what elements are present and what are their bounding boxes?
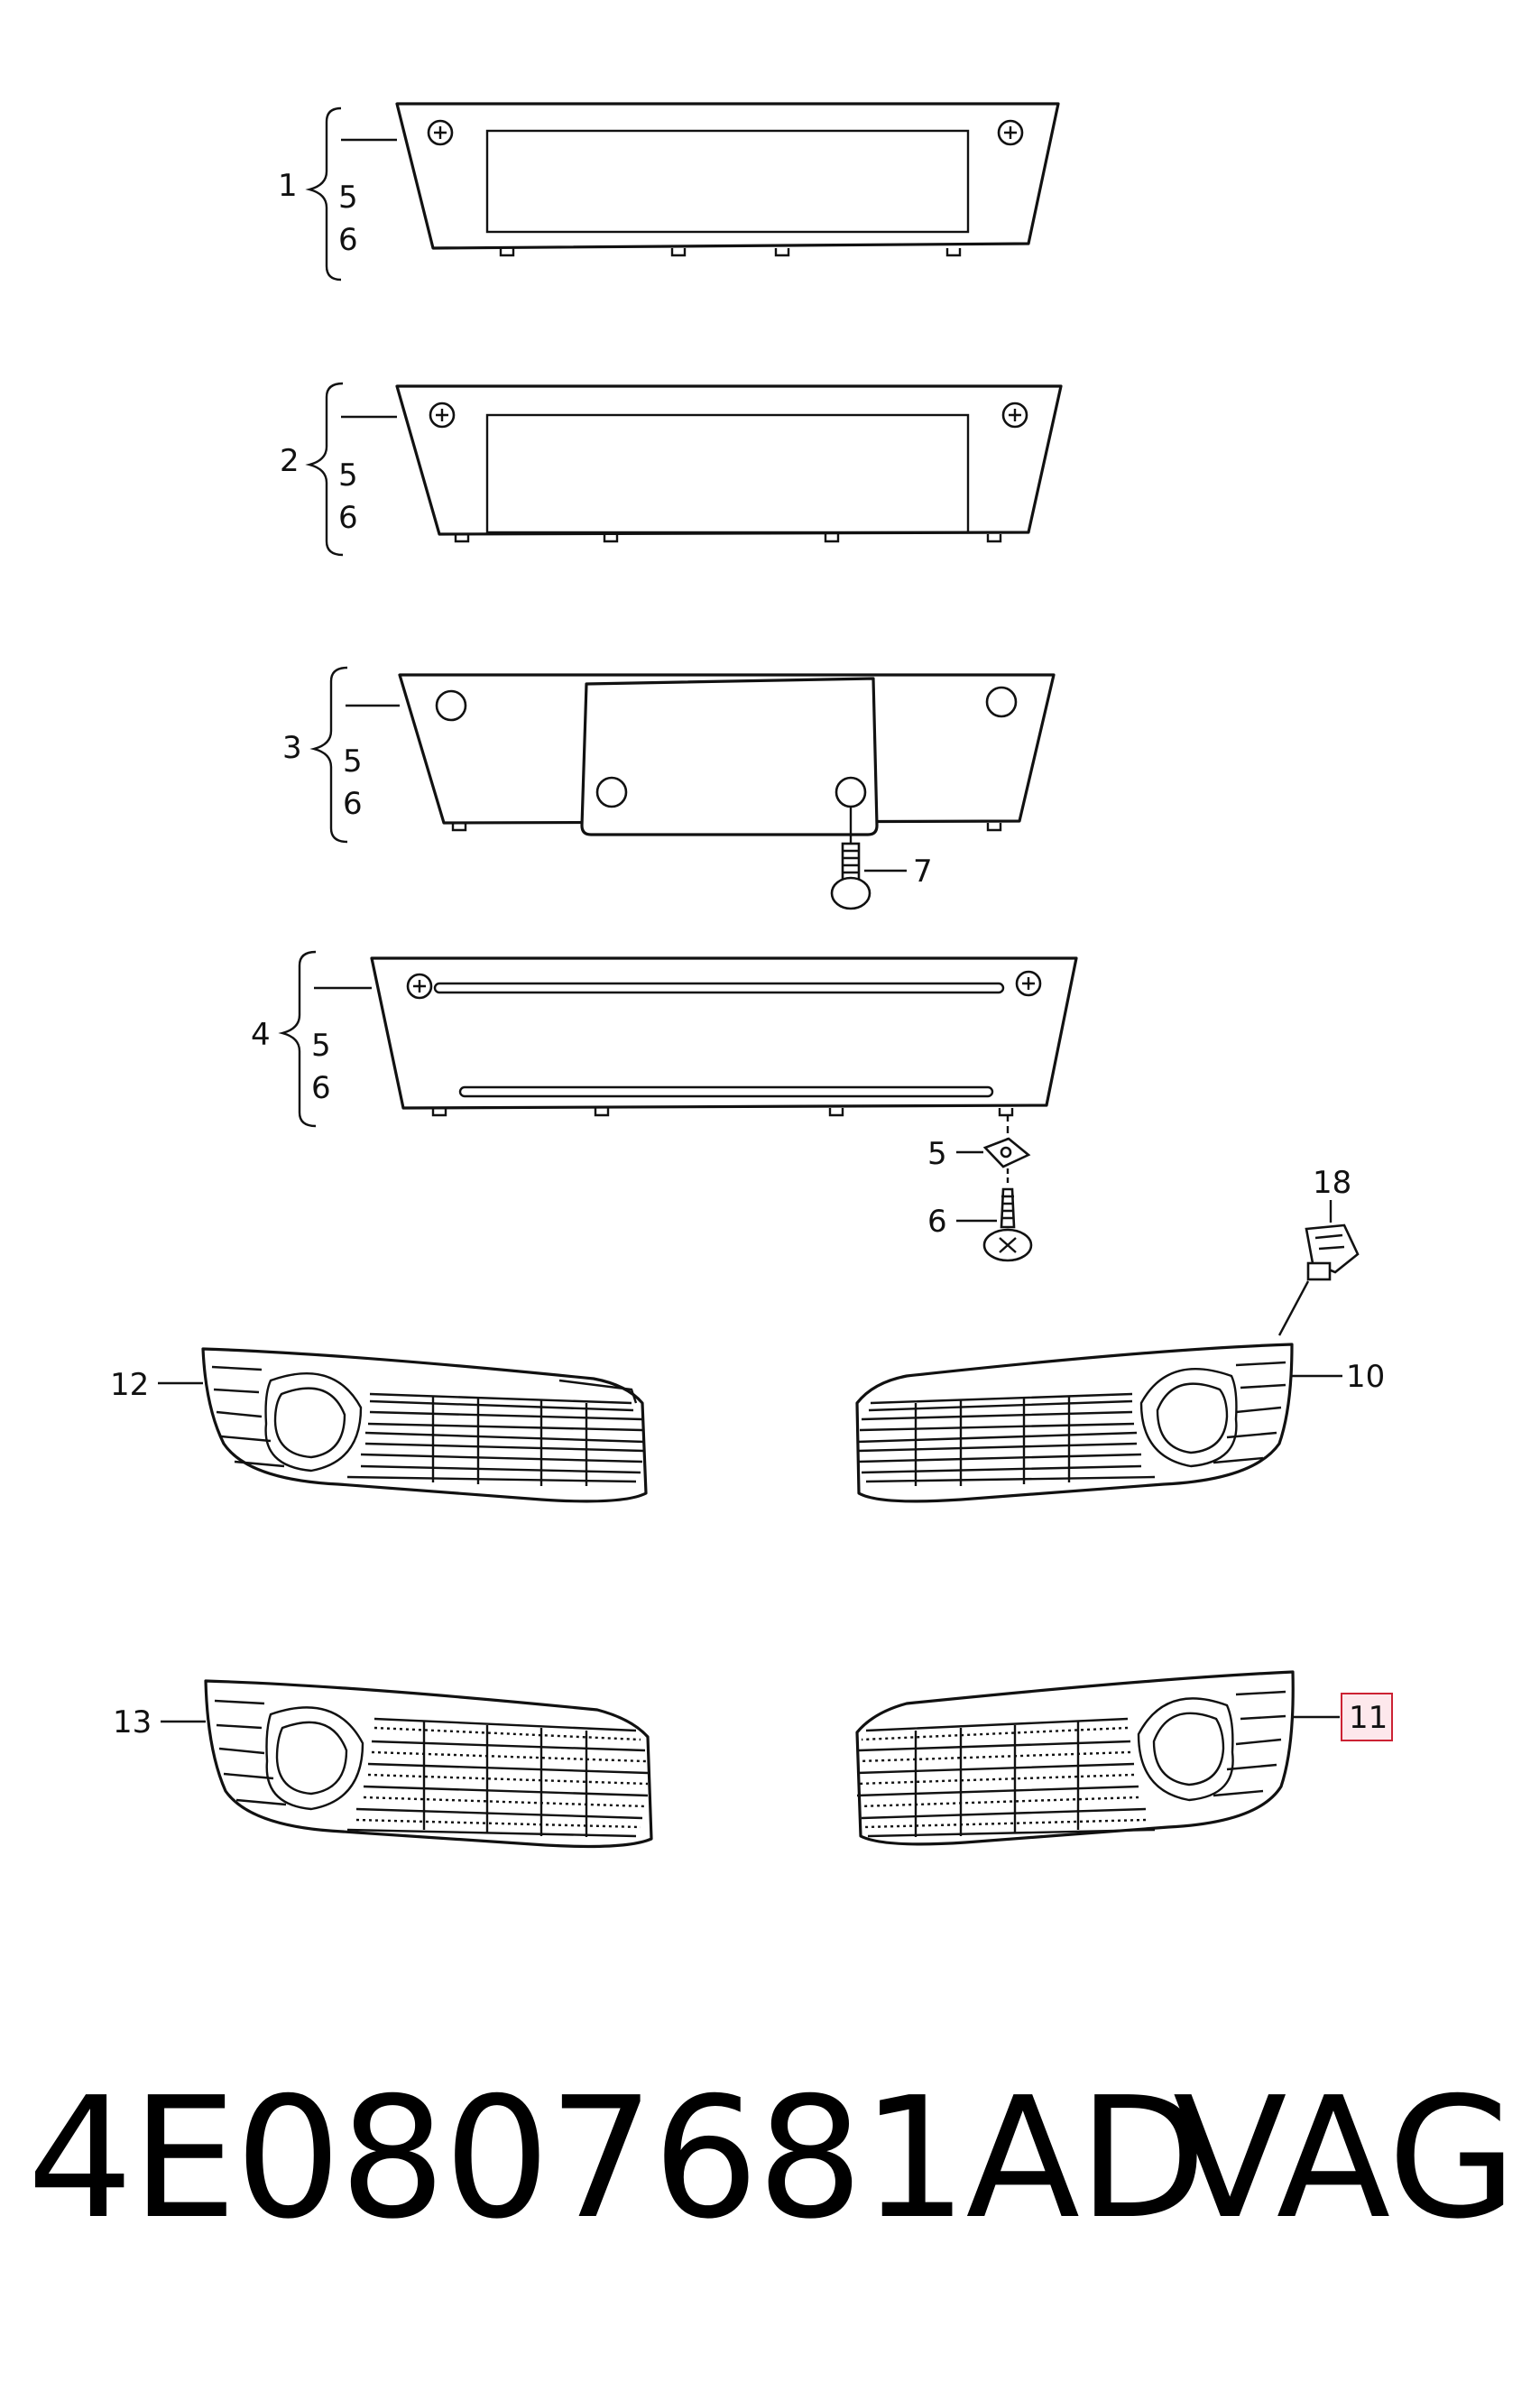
callout-13: 13 xyxy=(113,1704,152,1740)
fog-light-grille-10[interactable] xyxy=(855,1343,1294,1503)
callout-11: 11 xyxy=(1349,1700,1388,1736)
part-number: 4E0807681AD xyxy=(27,2061,1207,2256)
fog-light-grille-13[interactable] xyxy=(204,1679,653,1849)
callout-6: 6 xyxy=(927,1204,947,1240)
license-plate-holder-1[interactable] xyxy=(395,102,1060,257)
callout-3-5: 5 xyxy=(343,743,363,780)
bolt-7-icon[interactable] xyxy=(830,842,871,910)
callout-3-6: 6 xyxy=(343,786,363,822)
fog-light-grille-11[interactable] xyxy=(855,1670,1295,1846)
callout-5: 5 xyxy=(927,1136,947,1172)
retaining-clip-18-icon[interactable] xyxy=(1305,1223,1360,1281)
callout-1-6: 6 xyxy=(338,222,358,258)
callout-7: 7 xyxy=(913,854,933,890)
callout-2-5: 5 xyxy=(338,457,358,494)
callout-12: 12 xyxy=(110,1367,149,1403)
screw-head-icon xyxy=(1001,402,1028,429)
callout-18: 18 xyxy=(1313,1165,1351,1201)
screw-head-icon xyxy=(997,119,1024,146)
screw-head-icon xyxy=(1015,970,1042,997)
callout-2: 2 xyxy=(280,443,300,479)
callout-1-5: 5 xyxy=(338,180,358,216)
license-plate-holder-3[interactable] xyxy=(398,673,1056,836)
screw-head-icon xyxy=(427,119,454,146)
callout-4-5: 5 xyxy=(311,1028,331,1064)
license-plate-holder-4[interactable] xyxy=(370,956,1078,1117)
callout-3: 3 xyxy=(282,730,302,766)
callout-1: 1 xyxy=(278,168,298,204)
screw-head-icon xyxy=(406,973,433,1000)
callout-10: 10 xyxy=(1346,1359,1385,1395)
brand-name: VAG xyxy=(1173,2061,1517,2256)
callout-4-6: 6 xyxy=(311,1070,331,1106)
callout-11-highlight[interactable]: 11 xyxy=(1341,1693,1393,1741)
mesh-grille xyxy=(346,1717,649,1838)
clip-nut-5-icon[interactable] xyxy=(982,1137,1031,1184)
license-plate-holder-2[interactable] xyxy=(395,384,1063,543)
fog-light-grille-12[interactable] xyxy=(201,1347,648,1503)
callout-2-6: 6 xyxy=(338,500,358,536)
mesh-grille xyxy=(856,1717,1156,1838)
screw-6-icon[interactable] xyxy=(982,1187,1033,1262)
callout-4: 4 xyxy=(251,1017,271,1053)
screw-head-icon xyxy=(429,402,456,429)
